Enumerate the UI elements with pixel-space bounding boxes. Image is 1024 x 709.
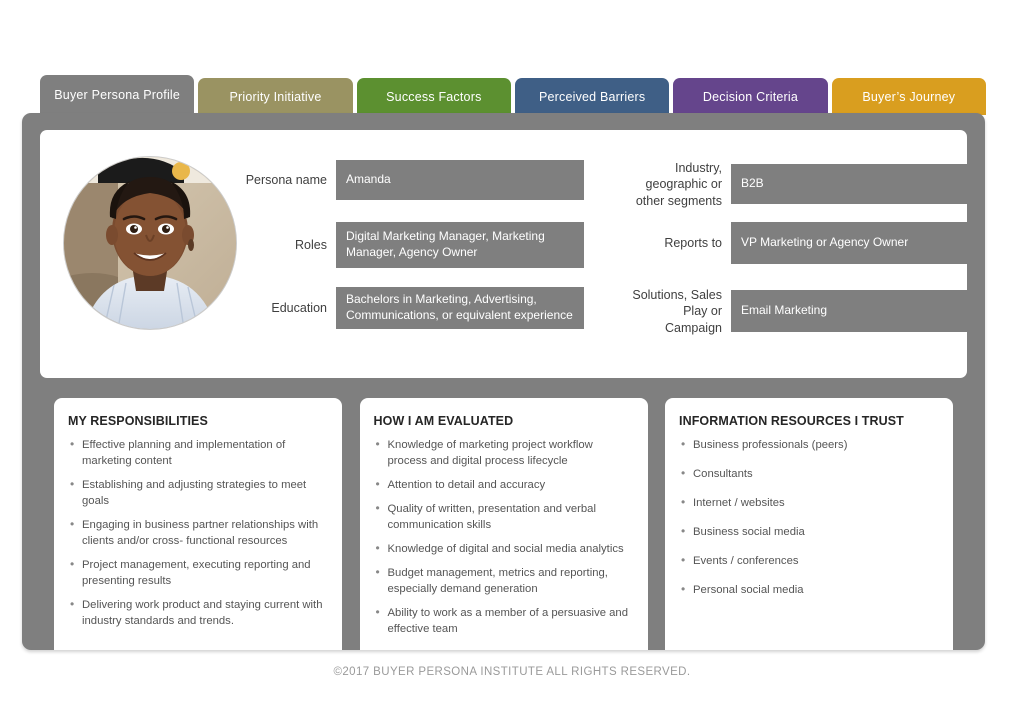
tab-2[interactable]: Success Factors (356, 78, 511, 115)
field-value[interactable]: Email Marketing (731, 290, 979, 333)
card-list: Business professionals (peers) Consultant… (679, 436, 939, 598)
field-label: Roles (295, 237, 327, 252)
card-1: HOW I AM EVALUATED Knowledge of marketing… (359, 398, 648, 650)
card-title: INFORMATION RESOURCES I TRUST (679, 414, 904, 428)
card-title: HOW I AM EVALUATED (373, 414, 514, 428)
field-value[interactable]: VP Marketing or Agency Owner (731, 222, 979, 264)
tab-4[interactable]: Decision Criteria (673, 78, 828, 115)
card-title: MY RESPONSIBILITIES (68, 414, 208, 428)
field-value[interactable]: B2B (731, 164, 979, 205)
tab-strip: Buyer Persona Profile Priority Initiative… (40, 75, 986, 115)
card-list: Knowledge of marketing project workflow … (374, 436, 634, 637)
field-value[interactable]: Bachelors in Marketing, Advertising, Com… (336, 287, 584, 329)
tab-1[interactable]: Priority Initiative (198, 78, 353, 115)
field-value[interactable]: Digital Marketing Manager, Marketing Man… (336, 222, 584, 268)
field-label: Solutions, Sales Play or Campaign (632, 288, 722, 335)
field-row: Reports to VP Marketing or Agency Owner (627, 222, 979, 264)
card-list: Effective planning and implementation of… (68, 436, 328, 629)
list-item: Consultants (679, 465, 939, 482)
tab-label: Buyer’s Journey (862, 89, 956, 104)
tab-label: Buyer Persona Profile (54, 88, 181, 102)
list-item: Budget management, metrics and reporting… (374, 564, 634, 597)
list-item: Ability to work as a member of a persuas… (374, 604, 634, 637)
detail-cards: MY RESPONSIBILITIES Effective planning an… (22, 398, 985, 650)
tab-3[interactable]: Perceived Barriers (514, 78, 670, 115)
tab-label: Success Factors (386, 89, 482, 104)
tab-0[interactable]: Buyer Persona Profile (40, 75, 195, 115)
list-item: Delivering work product and staying curr… (68, 596, 328, 629)
tab-label: Perceived Barriers (538, 89, 646, 104)
field-row: Persona name Amanda (240, 160, 584, 200)
avatar (63, 156, 237, 330)
field-label: Reports to (664, 235, 722, 250)
list-item: Effective planning and implementation of… (68, 436, 328, 469)
list-item: Knowledge of marketing project workflow … (374, 436, 634, 469)
list-item: Events / conferences (679, 552, 939, 569)
tab-label: Decision Criteria (702, 89, 799, 104)
field-label: Industry, geographic or other segments (635, 161, 722, 208)
field-label: Education (271, 300, 327, 315)
footer-copyright: ©2017 BUYER PERSONA INSTITUTE ALL RIGHTS… (333, 666, 691, 678)
list-item: Establishing and adjusting strategies to… (68, 476, 328, 509)
list-item: Internet / websites (679, 494, 939, 511)
list-item: Project management, executing reporting … (68, 556, 328, 589)
field-value[interactable]: Amanda (336, 160, 584, 200)
list-item: Personal social media (679, 581, 939, 598)
field-row: Roles Digital Marketing Manager, Marketin… (240, 222, 584, 268)
field-row: Education Bachelors in Marketing, Adverti… (240, 287, 584, 329)
persona-photo-icon (64, 157, 236, 329)
list-item: Engaging in business partner relationshi… (68, 516, 328, 549)
list-item: Knowledge of digital and social media an… (374, 540, 634, 557)
field-label: Persona name (245, 172, 327, 187)
list-item: Business social media (679, 523, 939, 540)
list-item: Quality of written, presentation and ver… (374, 500, 634, 533)
tab-label: Priority Initiative (229, 89, 322, 104)
card-2: INFORMATION RESOURCES I TRUST Business pr… (665, 398, 953, 650)
tab-5[interactable]: Buyer’s Journey (831, 78, 986, 115)
list-item: Attention to detail and accuracy (374, 476, 634, 493)
list-item: Business professionals (peers) (679, 436, 939, 453)
card-0: MY RESPONSIBILITIES Effective planning an… (54, 398, 342, 650)
